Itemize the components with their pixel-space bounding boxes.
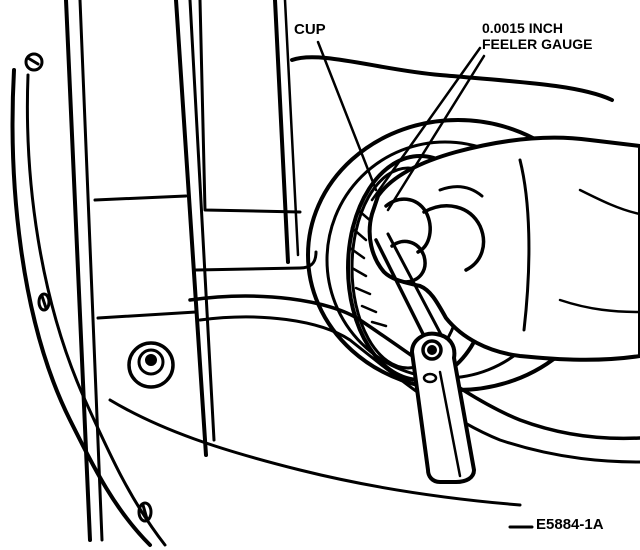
feeler-gauge-blade	[374, 238, 434, 354]
feeler-gauge-handle	[410, 331, 476, 484]
feeler-gauge-rivet-center	[427, 345, 437, 355]
panel-top	[290, 55, 614, 102]
feeler-gauge-blade-hole	[422, 372, 438, 384]
feeler-gauge-label-line-1: 0.0015 INCH	[482, 20, 563, 36]
rib-right-edge-inner	[188, 0, 216, 442]
cup-leader-line	[316, 40, 378, 192]
bottom-lower-curve	[108, 398, 522, 507]
hand-knuckle-crease	[438, 185, 484, 198]
feeler-gauge-handle-edge	[438, 370, 462, 478]
cup-label: CUP	[294, 21, 326, 38]
cup-roller-marks	[348, 208, 388, 328]
housing-hole-middle	[37, 292, 51, 312]
bolt-boss-center	[145, 354, 157, 366]
gauge-leader-line-2	[386, 54, 486, 212]
bolt-boss-outer	[127, 341, 175, 389]
gauge-leader-line-1	[370, 46, 482, 202]
housing-outer-edge	[10, 68, 152, 547]
rib-left-edge	[64, 0, 92, 542]
housing-inner-edge	[25, 73, 167, 547]
panel-bottom	[194, 250, 318, 272]
feeler-gauge-label: 0.0015 INCH FEELER GAUGE	[482, 20, 592, 52]
rib-right-edge	[174, 0, 208, 457]
rib-step	[93, 194, 188, 202]
hand-wrist-crease	[518, 158, 531, 332]
hand-finger-2	[390, 239, 427, 284]
rib-left-edge-inner	[78, 0, 104, 542]
feeler-gauge-blade-2	[386, 232, 448, 346]
hand-shade-1	[578, 188, 640, 216]
bolt-boss-inner	[137, 348, 165, 376]
feeler-gauge-label-line-2: FEELER GAUGE	[482, 36, 593, 53]
panel-left-edge	[273, 0, 290, 264]
hand-outline	[367, 135, 640, 362]
hand-shade-2	[558, 298, 640, 314]
feeler-gauge-rivet	[421, 339, 443, 361]
housing-hole-bottom	[137, 501, 153, 523]
rib-step-lower	[96, 310, 198, 320]
housing-hole-top	[24, 52, 44, 72]
figure-code-label: E5884-1A	[536, 516, 604, 533]
frame-box	[198, 0, 302, 214]
hand-thumb	[422, 204, 486, 272]
